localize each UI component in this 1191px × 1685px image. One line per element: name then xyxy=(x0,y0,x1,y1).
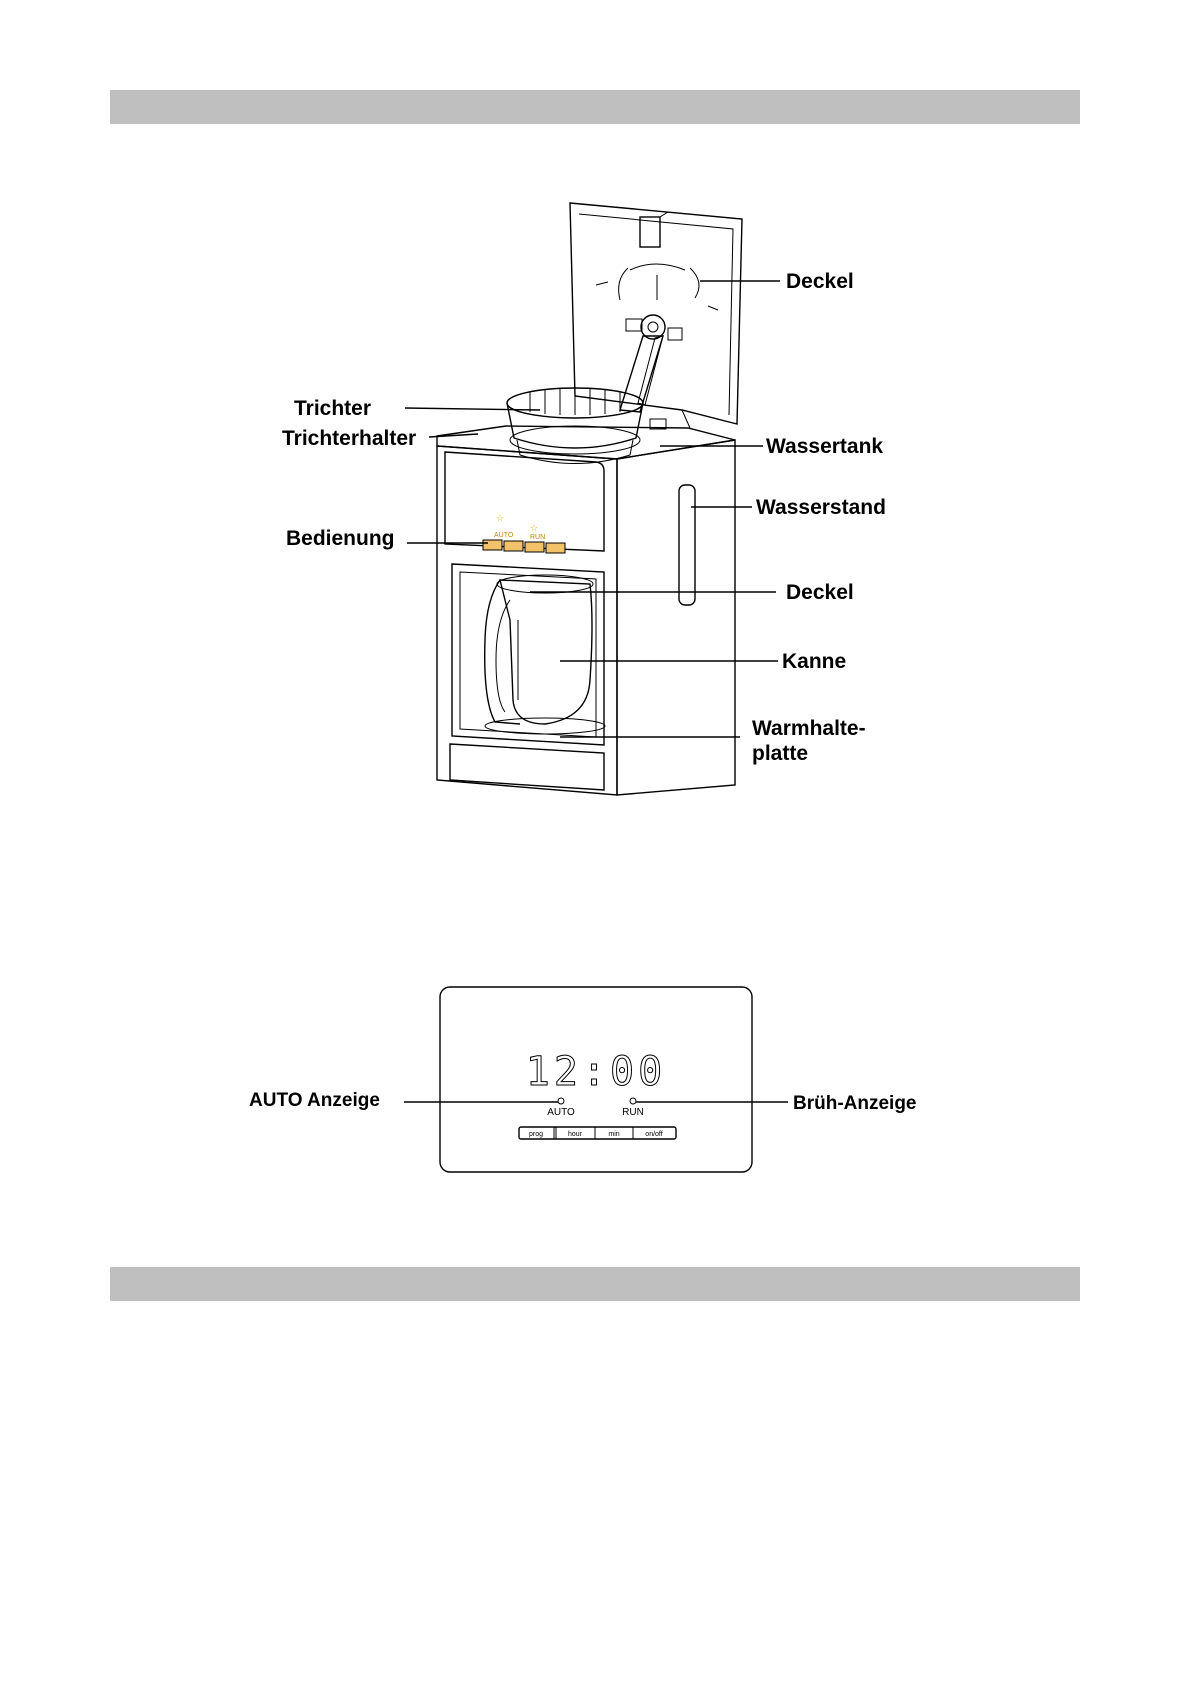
clock-display: 12:00 xyxy=(526,1049,666,1095)
section-header-bar-bottom xyxy=(110,1267,1080,1301)
label-warmhalteplatte-line1: Warmhalte- xyxy=(752,717,866,740)
auto-indicator-text: AUTO xyxy=(547,1107,575,1118)
on-off-button[interactable]: on/off xyxy=(645,1131,662,1138)
control-panel-drawing: 12:00 AUTO RUN prog hour min on/off xyxy=(404,987,788,1172)
label-wasserstand: Wasserstand xyxy=(756,496,886,519)
label-bedienung: Bedienung xyxy=(286,527,395,550)
carafe xyxy=(485,575,605,734)
label-warmhalteplatte-line2: platte xyxy=(752,742,808,765)
label-deckel-lid: Deckel xyxy=(786,270,854,293)
panel-auto-text: AUTO xyxy=(494,532,514,539)
open-lid xyxy=(570,203,742,424)
label-kanne: Kanne xyxy=(782,650,846,673)
label-wassertank: Wassertank xyxy=(766,435,883,458)
label-trichter: Trichter xyxy=(294,397,371,420)
label-brueh-anzeige: Brüh-Anzeige xyxy=(793,1093,917,1114)
min-button[interactable]: min xyxy=(608,1131,619,1138)
label-trichterhalter: Trichterhalter xyxy=(282,427,416,450)
svg-text:☆: ☆ xyxy=(530,523,538,533)
label-deckel-kanne: Deckel xyxy=(786,581,854,604)
svg-text:☆: ☆ xyxy=(496,513,504,523)
hour-button[interactable]: hour xyxy=(568,1131,583,1138)
clock-time: 12:00 xyxy=(526,1049,666,1095)
run-indicator-text: RUN xyxy=(622,1107,644,1118)
control-buttons: prog hour min on/off xyxy=(519,1127,676,1139)
label-auto-anzeige: AUTO Anzeige xyxy=(249,1090,380,1111)
prog-button[interactable]: prog xyxy=(529,1131,543,1138)
machine-body: ☆ ☆ AUTO RUN xyxy=(437,440,735,795)
machine-leader-lines xyxy=(405,281,780,737)
coffee-machine-drawing: ☆ ☆ AUTO RUN xyxy=(437,203,742,795)
panel-run-text: RUN xyxy=(530,534,545,541)
